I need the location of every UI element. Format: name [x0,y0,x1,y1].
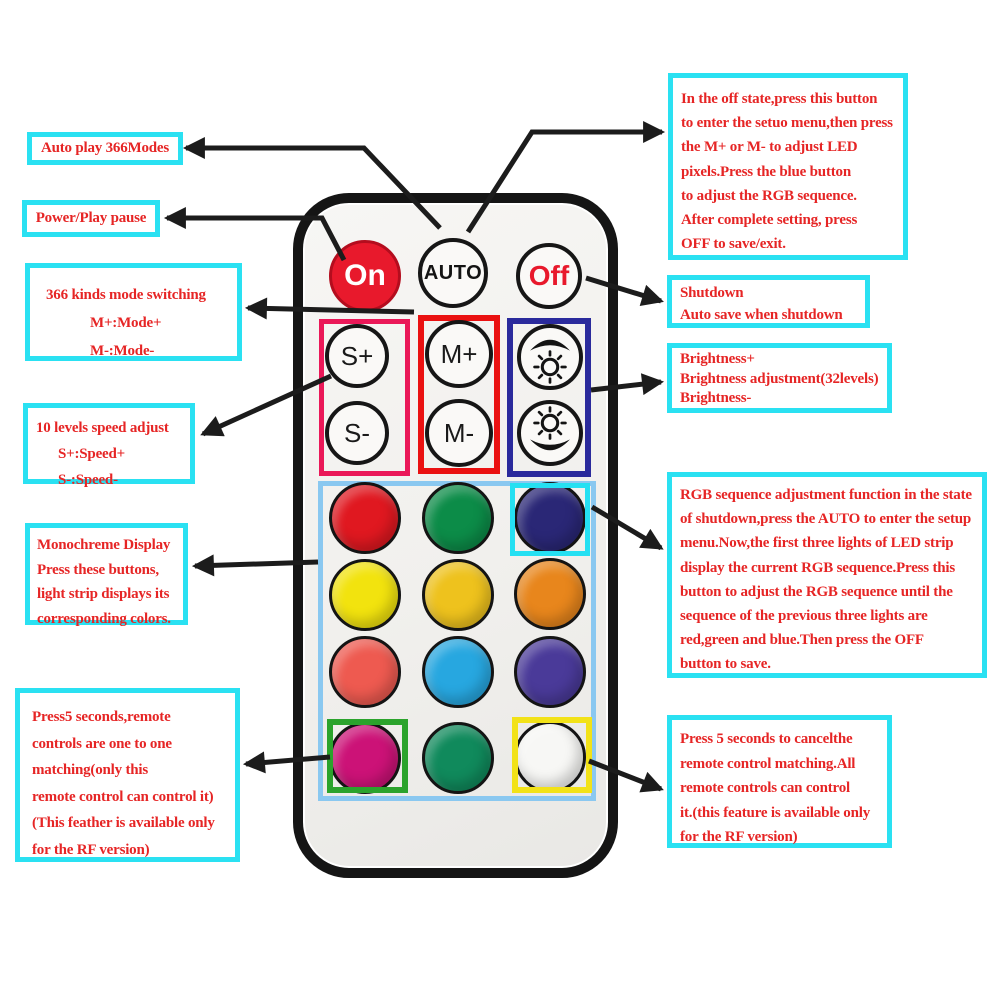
callout-line: the M+ or M- to adjust LED [681,139,858,156]
s-plus-button: S+ [325,324,389,388]
color-button-coral [329,636,401,708]
callout-line: to adjust the RGB sequence. [681,187,857,204]
callout-line: sequence of the previous three lights ar… [680,608,928,625]
callout-speed-adjust: 10 levels speed adjust S+:Speed+ S-:Spee… [23,403,195,488]
callout-line: Brightness+ [680,351,755,367]
callout-line: corresponding colors. [37,610,171,627]
callout-line: Monochreme Display [37,537,171,553]
callout-line: After complete setting, press [681,212,858,229]
callout-line: controls are one to one [32,735,172,752]
callout-line: of shutdown,press the AUTO to enter the … [680,511,972,528]
callout-line: M+:Mode+ [90,315,162,331]
callout-line: remote control matching.All [680,755,856,772]
callout-line: Power/Play pause [35,210,147,227]
callout-line: button to save. [680,656,771,673]
color-button-green [422,482,494,554]
callout-line: Brightness adjustment(32levels) [680,370,879,387]
callout-line: RGB sequence adjustment function in the … [680,487,972,503]
callout-line: S-:Speed- [58,472,118,488]
off-button-label: Off [528,260,570,291]
callout-line: Auto save when shutdown [680,307,843,323]
s-minus-button: S- [325,401,389,465]
callout-line: it.(this feature is available only [680,804,871,821]
callout-line: remote controls can control [680,780,850,796]
callout-line: light strip displays its [37,586,170,602]
callout-line: Auto play 366Modes [40,140,170,157]
color-button-teal-green [422,722,494,794]
on-button-label: On [344,259,386,292]
callout-line: matching(only this [32,762,148,778]
callout-monochrome: Monochreme Display Press these buttons, … [25,523,188,627]
callout-brightness: Brightness+ Brightness adjustment(32leve… [667,343,892,413]
brightness-down-button [517,400,583,466]
callout-line: OFF to save/exit. [681,236,786,253]
callout-shutdown: Shutdown Auto save when shutdown [667,275,870,328]
m-plus-label: M+ [440,338,478,369]
color-button-orange [514,558,586,630]
white-button-highlight-box [512,717,592,793]
callout-power: Power/Play pause [22,200,160,237]
callout-rgb-sequence: RGB sequence adjustment function in the … [667,472,987,678]
sun-up-arrow-icon [530,339,570,384]
callout-line: button to adjust the RGB sequence until … [680,583,953,600]
on-button: On [329,240,401,312]
sun-down-arrow-icon [530,406,570,451]
m-minus-label: M- [443,417,475,448]
color-button-sky-blue [422,636,494,708]
s-minus-label: S- [344,417,370,448]
callout-line: Brightness- [680,390,752,406]
callout-line: red,green and blue.Then press the OFF [680,632,924,649]
callout-line: for the RF version) [680,829,798,845]
auto-button-label: AUTO [423,261,483,284]
callout-line: display the current RGB sequence.Press t… [680,559,956,576]
callout-line: 10 levels speed adjust [36,420,169,436]
callout-mode-switching: 366 kinds mode switching M+:Mode+ M-:Mod… [25,263,242,361]
magenta-button-highlight-box [327,719,408,793]
callout-line: for the RF version) [32,841,150,858]
brightness-buttons-outline [507,318,591,477]
blue-button-highlight-box [510,483,590,556]
callout-line: remote control can control it) [32,788,214,805]
callout-line: pixels.Press the blue button [681,163,851,180]
m-plus-button: M+ [425,320,493,388]
callout-line: 366 kinds mode switching [46,287,206,303]
s-plus-label: S+ [340,340,374,371]
callout-line: (This feather is available only [32,815,215,831]
callout-cancel-pairing: Press 5 seconds to cancelthe remote cont… [667,715,892,848]
callout-line: menu.Now,the first three lights of LED s… [680,535,954,552]
mode-buttons-outline [418,315,500,474]
callout-line: Shutdown [680,285,744,301]
color-button-red [329,482,401,554]
callout-setup-menu: In the off state,press this button to en… [668,73,908,260]
color-button-amber [422,559,494,631]
callout-line: to enter the setuo menu,then press [681,115,893,132]
off-button: Off [516,243,582,309]
callout-line: Press 5 seconds to cancelthe [680,731,853,747]
m-minus-button: M- [425,399,493,467]
callout-line: Press5 seconds,remote [32,709,171,725]
callout-line: S+:Speed+ [58,446,125,462]
callout-line: M-:Mode- [90,343,155,359]
color-button-yellow [329,559,401,631]
callout-auto-play: Auto play 366Modes [27,132,183,165]
color-button-indigo [514,636,586,708]
callout-line: Press these buttons, [37,561,159,578]
callout-pairing: Press5 seconds,remote controls are one t… [15,688,240,862]
auto-button: AUTO [418,238,488,308]
callout-line: In the off state,press this button [681,91,878,107]
brightness-up-button [517,324,583,390]
